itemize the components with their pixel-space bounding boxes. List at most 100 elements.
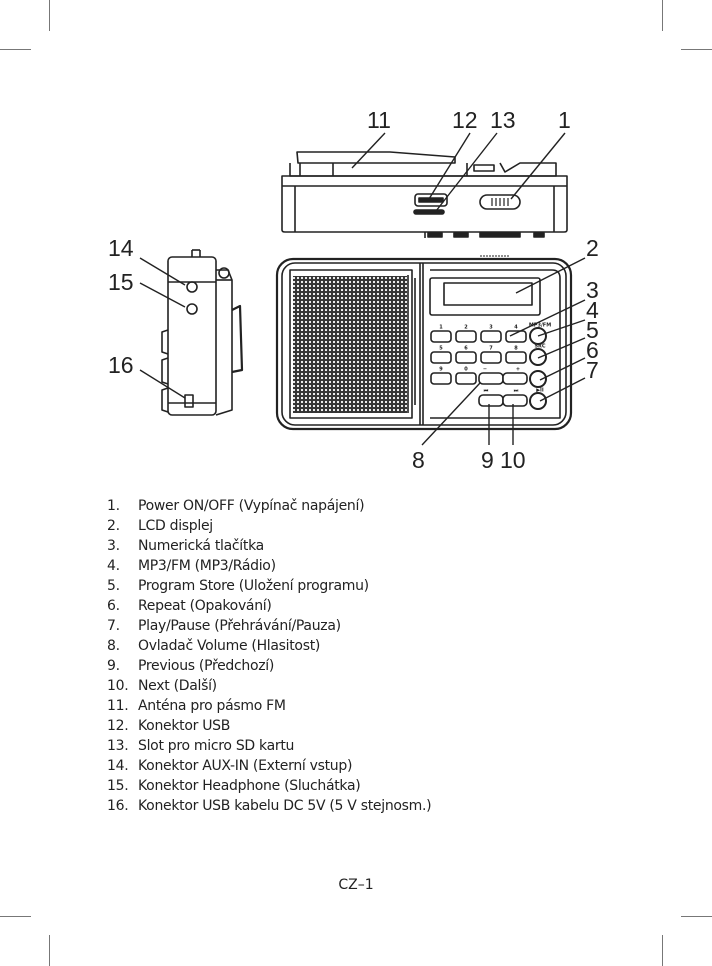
- callout-15: 15: [108, 269, 134, 295]
- legend-item-number: 7.: [107, 618, 120, 634]
- next-button[interactable]: [502, 394, 528, 407]
- callout-10: 10: [500, 447, 526, 473]
- legend-item-number: 5.: [107, 578, 120, 594]
- callout-14: 14: [108, 235, 134, 261]
- parts-legend: 1.Power ON/OFF (Vypínač napájení)2.LCD d…: [107, 496, 432, 816]
- mini-usb-port-icon: [184, 394, 194, 408]
- legend-item-text: Konektor AUX-IN (Externí vstup): [138, 758, 353, 774]
- volume-up-button[interactable]: [502, 372, 528, 385]
- keypad-button[interactable]: [455, 330, 477, 343]
- legend-item-number: 2.: [107, 518, 120, 534]
- keypad-label: 2: [464, 325, 468, 331]
- legend-item: 6. Repeat (Opakování): [107, 596, 431, 616]
- play-pause-button[interactable]: [529, 392, 547, 410]
- callout-7: 7: [586, 357, 599, 383]
- crop-mark: [662, 0, 663, 31]
- play-pause-button-label: ▶II: [536, 388, 544, 394]
- next-label: ⏭: [514, 388, 519, 394]
- legend-item-text: Next (Další): [138, 678, 217, 694]
- previous-label: ⏮: [484, 388, 489, 394]
- callout-1: 1: [558, 107, 571, 133]
- legend-item-text: Anténa pro pásmo FM: [138, 698, 286, 714]
- crop-mark: [0, 49, 31, 50]
- crop-mark: [681, 916, 712, 917]
- legend-item-text: Program Store (Uložení programu): [138, 578, 369, 594]
- side-view: [161, 249, 244, 416]
- keypad-button[interactable]: [480, 330, 502, 343]
- callout-11: 11: [367, 107, 391, 133]
- keypad-label: 1: [439, 325, 443, 331]
- legend-item-number: 10.: [107, 678, 129, 694]
- crop-mark: [49, 0, 50, 31]
- volume-down-button[interactable]: [478, 372, 504, 385]
- callout-16: 16: [108, 352, 134, 378]
- legend-item: 3.Numerická tlačítka: [107, 536, 431, 556]
- legend-item: 8.Ovladač Volume (Hlasitost): [107, 636, 431, 656]
- headphone-jack-icon: [186, 303, 198, 315]
- legend-item-text: Konektor USB: [138, 718, 231, 734]
- volume-plus-label: +: [516, 367, 520, 373]
- legend-item-number: 6.: [107, 598, 120, 614]
- keypad-label: 5: [439, 346, 443, 352]
- crop-mark: [662, 935, 663, 966]
- keypad-button[interactable]: [505, 330, 527, 343]
- keypad-button[interactable]: [430, 330, 452, 343]
- legend-item: 14. Konektor AUX-IN (Externí vstup): [107, 756, 431, 776]
- legend-item-text: Previous (Předchozí): [138, 658, 275, 674]
- keypad-label: 7: [489, 346, 493, 352]
- page-number: CZ–1: [338, 877, 374, 893]
- crop-mark: [681, 49, 712, 50]
- aux-in-jack-icon: [186, 281, 198, 293]
- legend-item: 15.Konektor Headphone (Sluchátka): [107, 776, 431, 796]
- legend-item-number: 16.: [107, 798, 129, 814]
- keypad-label: 3: [489, 325, 493, 331]
- lcd-display: [443, 282, 533, 306]
- keypad-button[interactable]: [505, 351, 527, 364]
- legend-item-number: 12.: [107, 718, 129, 734]
- function-buttons: MP3/FM SRC ▶II: [529, 323, 551, 410]
- legend-item-number: 9.: [107, 658, 120, 674]
- legend-item: 13. Slot pro micro SD kartu: [107, 736, 431, 756]
- crop-mark: [49, 935, 50, 966]
- legend-item-text: Power ON/OFF (Vypínač napájení): [138, 498, 365, 514]
- microsd-slot-icon: [413, 209, 445, 215]
- legend-item: 11.Anténa pro pásmo FM: [107, 696, 431, 716]
- volume-minus-label: −: [483, 367, 487, 373]
- legend-item: 12. Konektor USB: [107, 716, 431, 736]
- legend-item: 2.LCD displej: [107, 516, 431, 536]
- legend-item-number: 13.: [107, 738, 129, 754]
- lcd-frame: [429, 277, 541, 316]
- legend-item: 5. Program Store (Uložení programu): [107, 576, 431, 596]
- front-view: [275, 255, 573, 431]
- legend-item-text: Repeat (Opakování): [138, 598, 272, 614]
- callout-labels: 11 12 13 1 2 3 4 5 6 7 14 15 16 8 9 10: [108, 107, 599, 473]
- keypad-label: 6: [464, 346, 468, 352]
- keypad-button[interactable]: [455, 372, 477, 385]
- legend-item-number: 8.: [107, 638, 120, 654]
- legend-item-number: 3.: [107, 538, 120, 554]
- usb-port-icon: [414, 193, 448, 207]
- program-store-button[interactable]: [529, 348, 547, 366]
- keypad-button[interactable]: [455, 351, 477, 364]
- keypad-button[interactable]: [480, 351, 502, 364]
- callout-6: 6: [586, 337, 599, 363]
- keypad-label: 8: [514, 346, 518, 352]
- repeat-button[interactable]: [529, 370, 547, 388]
- callout-13: 13: [490, 107, 516, 133]
- legend-item-text: MP3/FM (MP3/Rádio): [138, 558, 276, 574]
- legend-item: 4. MP3/FM (MP3/Rádio): [107, 556, 431, 576]
- keypad-label: 4: [514, 325, 518, 331]
- keypad-label: 9: [439, 367, 443, 373]
- legend-item-number: 4.: [107, 558, 120, 574]
- legend-item-number: 14.: [107, 758, 129, 774]
- program-store-button-label: SRC: [534, 344, 545, 350]
- leader-lines: [139, 132, 586, 446]
- top-view: [281, 151, 568, 238]
- legend-item-text: Slot pro micro SD kartu: [138, 738, 295, 754]
- crop-mark: [0, 916, 31, 917]
- keypad-button[interactable]: [430, 351, 452, 364]
- previous-button[interactable]: [478, 394, 504, 407]
- keypad-button[interactable]: [430, 372, 452, 385]
- mp3-fm-button-label: MP3/FM: [529, 323, 551, 329]
